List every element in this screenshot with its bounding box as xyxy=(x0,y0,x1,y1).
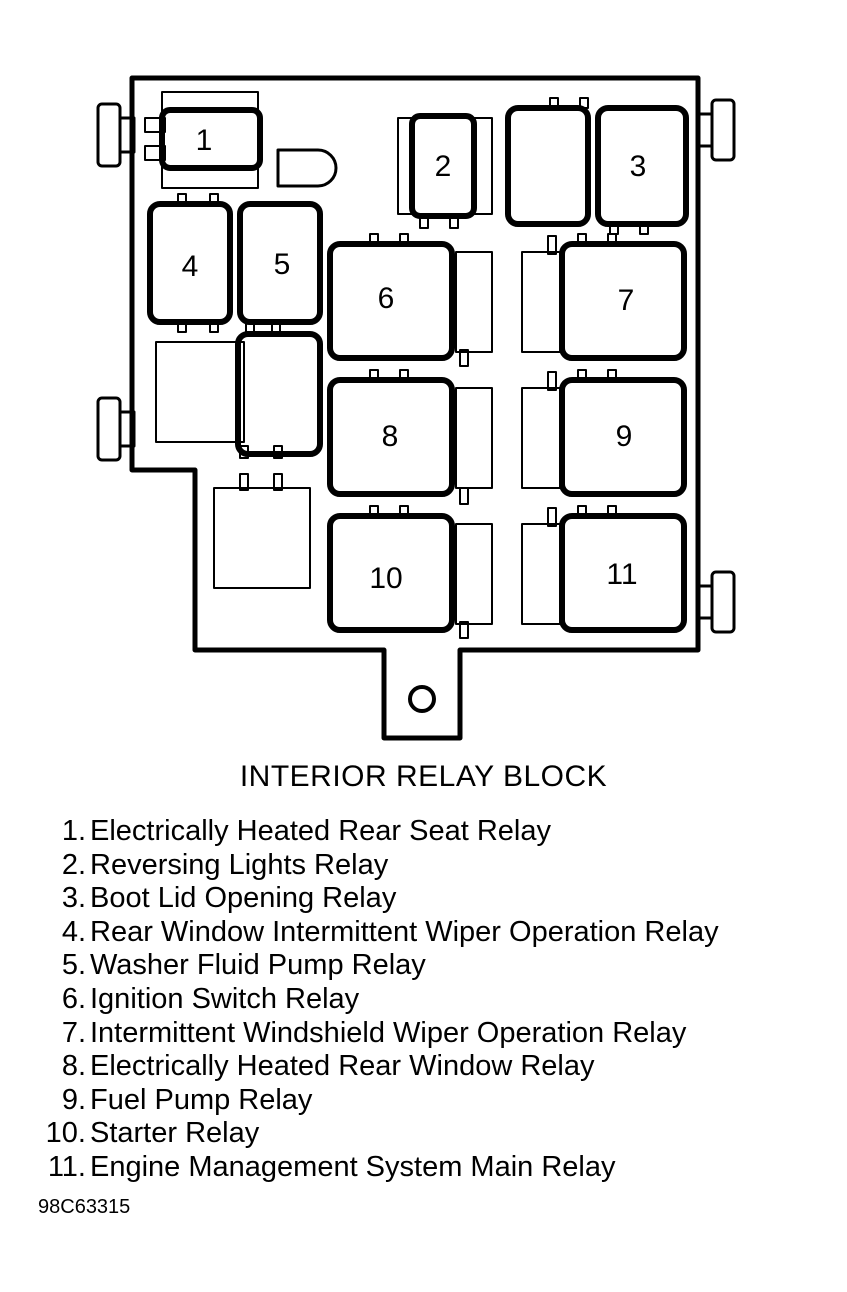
legend-text: Reversing Lights Relay xyxy=(90,848,389,881)
relay-4 xyxy=(147,201,233,325)
legend-number: 2. xyxy=(61,848,86,881)
relay-7 xyxy=(559,241,687,361)
relay-label-9: 9 xyxy=(616,420,633,453)
legend-text: Washer Fluid Pump Relay xyxy=(90,949,426,982)
legend-number: 8. xyxy=(61,1050,86,1083)
relay-9 xyxy=(559,377,687,497)
relay-label-2: 2 xyxy=(435,150,452,183)
relay-label-8: 8 xyxy=(382,420,399,453)
relay-label-10: 10 xyxy=(369,562,402,595)
legend-number: 6. xyxy=(61,982,86,1015)
legend-number: 10. xyxy=(45,1117,86,1150)
relay-1 xyxy=(159,107,263,171)
legend-text: Fuel Pump Relay xyxy=(90,1083,313,1116)
legend-text: Intermittent Windshield Wiper Operation … xyxy=(90,1016,687,1049)
legend-text: Electrically Heated Rear Seat Relay xyxy=(90,815,551,847)
relay-unlabeled-lower xyxy=(235,331,323,457)
relay-block-housing xyxy=(129,75,701,741)
relay-label-6: 6 xyxy=(378,282,395,315)
legend-number: 1. xyxy=(61,815,86,847)
legend-text: Engine Management System Main Relay xyxy=(90,1150,616,1183)
legend-text: Electrically Heated Rear Window Relay xyxy=(90,1050,595,1083)
empty-sockets xyxy=(144,91,561,639)
relay-label-1: 1 xyxy=(196,124,213,157)
mounting-hole xyxy=(408,685,436,713)
legend-text: Rear Window Intermittent Wiper Operation… xyxy=(90,915,719,948)
legend-text: Starter Relay xyxy=(90,1117,260,1150)
relay-2 xyxy=(409,113,477,219)
legend-text: Boot Lid Opening Relay xyxy=(90,882,397,915)
mounting-clips xyxy=(96,98,736,634)
relay-block-diagram: 1 2 3 4 5 6 7 8 9 10 11 xyxy=(96,75,736,741)
relay-10 xyxy=(327,513,455,633)
legend-number: 3. xyxy=(61,882,86,915)
relay-label-7: 7 xyxy=(618,284,635,317)
legend-text: Ignition Switch Relay xyxy=(90,982,360,1015)
legend-number: 7. xyxy=(61,1016,86,1049)
figure-code: 98C63315 xyxy=(38,1196,131,1218)
legend-number: 11. xyxy=(47,1150,86,1183)
relay-label-4: 4 xyxy=(182,250,199,283)
legend-number: 4. xyxy=(61,915,86,948)
relay-5 xyxy=(237,201,323,325)
legend-number: 9. xyxy=(61,1083,86,1116)
relay-unlabeled-upper xyxy=(505,105,591,227)
relay-3 xyxy=(595,105,689,227)
legend-number: 5. xyxy=(61,949,86,982)
relay-label-5: 5 xyxy=(274,248,291,281)
relay-label-3: 3 xyxy=(630,150,647,183)
diagram-title: INTERIOR RELAY BLOCK xyxy=(239,760,608,793)
relay-label-11: 11 xyxy=(606,558,637,591)
relay-8 xyxy=(327,377,455,497)
relay-11 xyxy=(559,513,687,633)
relay-6 xyxy=(327,241,455,361)
